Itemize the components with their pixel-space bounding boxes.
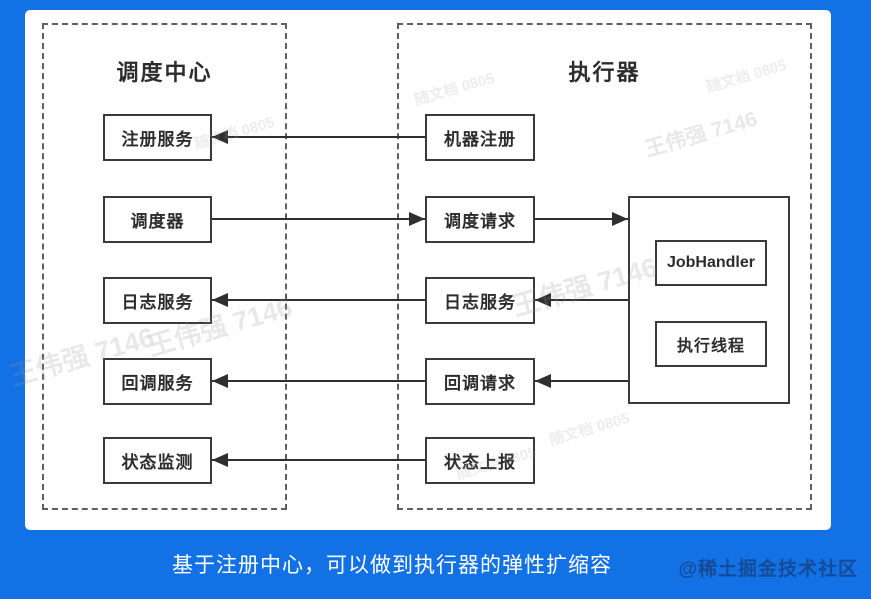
node-scheduler: 调度器 (103, 196, 212, 243)
executor-title: 执行器 (568, 60, 641, 85)
node-log-service-center: 日志服务 (103, 277, 212, 324)
diagram-caption: 基于注册中心，可以做到执行器的弹性扩缩容 (172, 554, 612, 577)
arrow-log-executor-to-log-center (212, 293, 425, 307)
arrow-scheduler-to-schedule-request (212, 212, 425, 226)
node-callback-service: 回调服务 (103, 358, 212, 405)
diagram-card: 调度中心 执行器 注册服务 调度器 日志服务 回调服务 状态监测 机器注册 调度… (6, 10, 831, 530)
node-schedule-request: 调度请求 (425, 196, 535, 243)
node-registry-service: 注册服务 (103, 114, 212, 161)
arrow-runtime-to-log-executor (535, 293, 628, 307)
community-attribution: @稀土掘金技术社区 (678, 559, 858, 580)
node-status-monitor: 状态监测 (103, 437, 212, 484)
arrow-callback-request-to-callback-service (212, 374, 425, 388)
node-callback-request: 回调请求 (425, 358, 535, 405)
node-execution-thread: 执行线程 (655, 321, 767, 367)
executor-group: 执行器 (397, 23, 812, 510)
scheduler-center-group: 调度中心 (42, 23, 287, 510)
node-status-report: 状态上报 (425, 437, 535, 484)
node-log-service-executor: 日志服务 (425, 277, 535, 324)
arrow-runtime-to-callback-request (535, 374, 628, 388)
node-jobhandler: JobHandler (655, 240, 767, 286)
node-machine-register: 机器注册 (425, 114, 535, 161)
scheduler-center-title: 调度中心 (116, 60, 213, 85)
arrow-status-report-to-status-monitor (212, 453, 425, 467)
arrow-machine-register-to-registry-service (212, 130, 425, 144)
arrow-schedule-request-to-runtime (535, 212, 628, 226)
executor-runtime-box: JobHandler 执行线程 (628, 196, 790, 404)
